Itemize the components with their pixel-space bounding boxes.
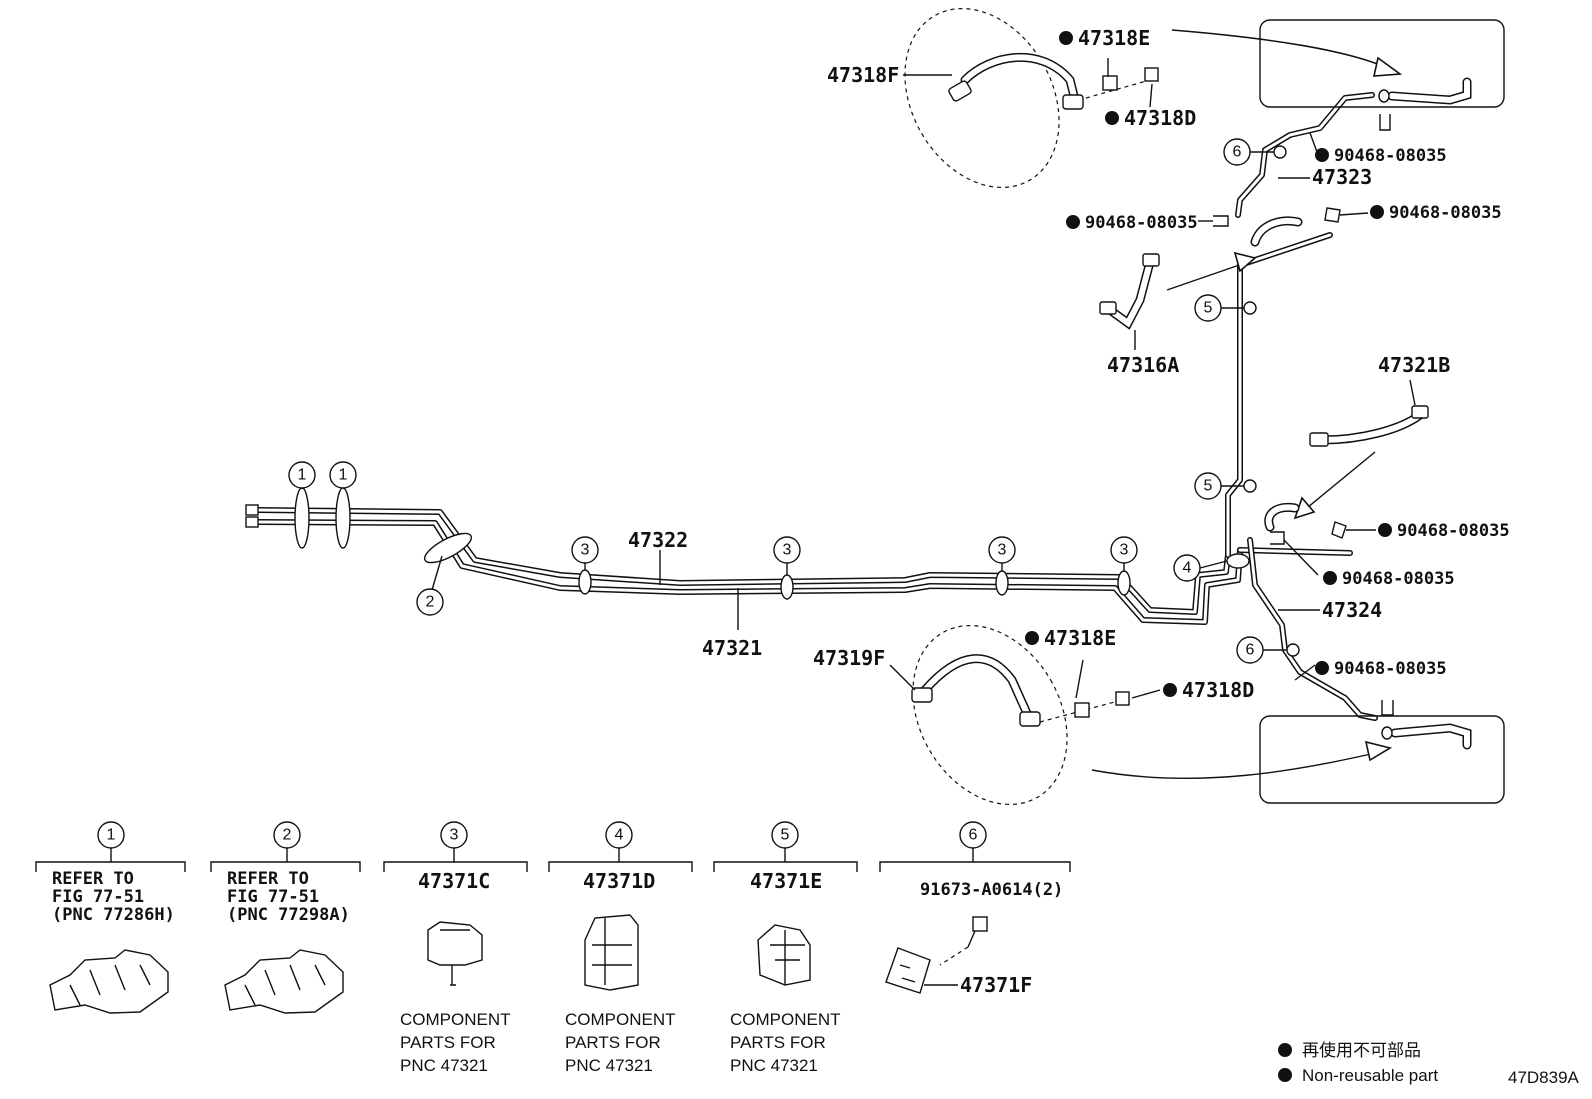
svg-text:3: 3 — [783, 542, 792, 559]
label-90468-d: 90468-08035 — [1397, 521, 1510, 541]
arrows — [1091, 29, 1403, 780]
svg-text:4: 4 — [615, 827, 624, 844]
hose-47316A-group — [1099, 216, 1303, 350]
clamp-2 — [423, 532, 473, 564]
pipe-47323 — [1235, 92, 1375, 218]
pipe-47324 — [1247, 537, 1378, 721]
svg-text:COMPONENT: COMPONENT — [565, 1010, 676, 1029]
legend-box-1: 1 REFER TO FIG 77-51 (PNC 77286H) — [35, 821, 186, 1014]
label-90468-b: 90468-08035 — [1085, 213, 1198, 233]
clamp-4 — [1226, 553, 1250, 569]
diagram-id: 47D839A — [1508, 1068, 1580, 1087]
svg-text:2: 2 — [283, 827, 292, 844]
svg-text:PNC 47321: PNC 47321 — [400, 1056, 488, 1075]
non-reusable-en: Non-reusable part — [1302, 1066, 1438, 1085]
svg-text:47371E: 47371E — [750, 869, 822, 893]
svg-text:5: 5 — [1204, 478, 1213, 495]
legend-box-6: 6 91673-A0614(2) 47371F — [879, 821, 1071, 997]
svg-text:2: 2 — [426, 594, 435, 611]
svg-text:(PNC 77286H): (PNC 77286H) — [52, 905, 175, 925]
label-47323: 47323 — [1312, 165, 1372, 189]
clamp-5a — [1243, 301, 1257, 315]
label-90468-f: 90468-08035 — [1334, 659, 1447, 679]
svg-text:91673-A0614(2): 91673-A0614(2) — [920, 880, 1063, 900]
clamp-6b — [1286, 643, 1300, 657]
svg-text:47371D: 47371D — [583, 869, 655, 893]
svg-text:PNC 47321: PNC 47321 — [565, 1056, 653, 1075]
svg-text:47371C: 47371C — [418, 869, 490, 893]
clamp-5b — [1243, 479, 1257, 493]
pipe-clamps — [294, 145, 1300, 657]
svg-text:5: 5 — [781, 827, 790, 844]
non-reusable-jp: 再使用不可部品 — [1302, 1040, 1421, 1060]
label-90468-c: 90468-08035 — [1389, 203, 1502, 223]
label-47321B: 47321B — [1378, 353, 1450, 377]
svg-text:REFER TO: REFER TO — [227, 869, 309, 889]
label-47318F: 47318F — [827, 63, 899, 87]
legend-box-5: 5 47371E COMPONENT PARTS FOR PNC 47321 — [713, 821, 858, 1075]
svg-text:(PNC 77298A): (PNC 77298A) — [227, 905, 350, 925]
clamp-3d — [1117, 570, 1131, 596]
label-47318D-top: 47318D — [1124, 106, 1196, 130]
svg-text:6: 6 — [969, 827, 978, 844]
svg-text:4: 4 — [1183, 560, 1192, 577]
svg-text:COMPONENT: COMPONENT — [400, 1010, 511, 1029]
svg-text:1: 1 — [298, 467, 307, 484]
clamp-3b — [780, 574, 794, 600]
label-47319F: 47319F — [813, 646, 885, 670]
legend-box-2: 2 REFER TO FIG 77-51 (PNC 77298A) — [210, 821, 361, 1014]
svg-text:3: 3 — [998, 542, 1007, 559]
hose-47319F-group — [889, 624, 1130, 806]
legend-box-3: 3 47371C COMPONENT PARTS FOR PNC 47321 — [383, 821, 528, 1075]
label-47318E-top: 47318E — [1078, 26, 1150, 50]
callouts: 1 1 2 3 3 3 3 4 5 5 6 6 — [288, 138, 1287, 664]
svg-text:COMPONENT: COMPONENT — [730, 1010, 841, 1029]
label-47321: 47321 — [702, 636, 762, 660]
part-labels: 47318F 47318E 47318D 90468-08035 47323 9… — [628, 26, 1510, 702]
svg-text:1: 1 — [107, 827, 116, 844]
svg-text:47371F: 47371F — [960, 973, 1032, 997]
leader-lines — [659, 58, 1320, 699]
svg-text:6: 6 — [1246, 642, 1255, 659]
label-90468-e: 90468-08035 — [1342, 569, 1455, 589]
label-47322: 47322 — [628, 528, 688, 552]
legend-box-4: 4 47371D COMPONENT PARTS FOR PNC 47321 — [548, 821, 693, 1075]
svg-text:3: 3 — [581, 542, 590, 559]
svg-text:PARTS FOR: PARTS FOR — [565, 1033, 661, 1052]
label-47316A: 47316A — [1107, 353, 1179, 377]
clamp-1a — [294, 487, 310, 549]
svg-text:3: 3 — [1120, 542, 1129, 559]
svg-text:PARTS FOR: PARTS FOR — [730, 1033, 826, 1052]
label-47318E-bot: 47318E — [1044, 626, 1116, 650]
svg-text:1: 1 — [339, 467, 348, 484]
clamp-3c — [995, 570, 1009, 596]
hose-47318F-group — [903, 7, 1159, 189]
svg-text:FIG 77-51: FIG 77-51 — [52, 887, 144, 907]
svg-text:PARTS FOR: PARTS FOR — [400, 1033, 496, 1052]
label-47324: 47324 — [1322, 598, 1382, 622]
svg-text:REFER TO: REFER TO — [52, 869, 134, 889]
wheel-boxes — [1259, 19, 1505, 804]
label-47318D-bot: 47318D — [1182, 678, 1254, 702]
clamp-3a — [578, 569, 592, 595]
hose-47321B-group — [1264, 379, 1429, 532]
svg-text:6: 6 — [1233, 144, 1242, 161]
svg-text:5: 5 — [1204, 300, 1213, 317]
svg-text:3: 3 — [450, 827, 459, 844]
non-reusable-legend: 再使用不可部品 Non-reusable part — [1278, 1040, 1438, 1085]
svg-text:FIG 77-51: FIG 77-51 — [227, 887, 319, 907]
legend-boxes: 1 REFER TO FIG 77-51 (PNC 77286H) 2 REFE… — [35, 821, 1071, 1075]
clamp-6a — [1273, 145, 1287, 159]
svg-text:PNC 47321: PNC 47321 — [730, 1056, 818, 1075]
clips-90468 — [1198, 132, 1376, 681]
label-90468-a: 90468-08035 — [1334, 146, 1447, 166]
clamp-1b — [335, 487, 351, 549]
